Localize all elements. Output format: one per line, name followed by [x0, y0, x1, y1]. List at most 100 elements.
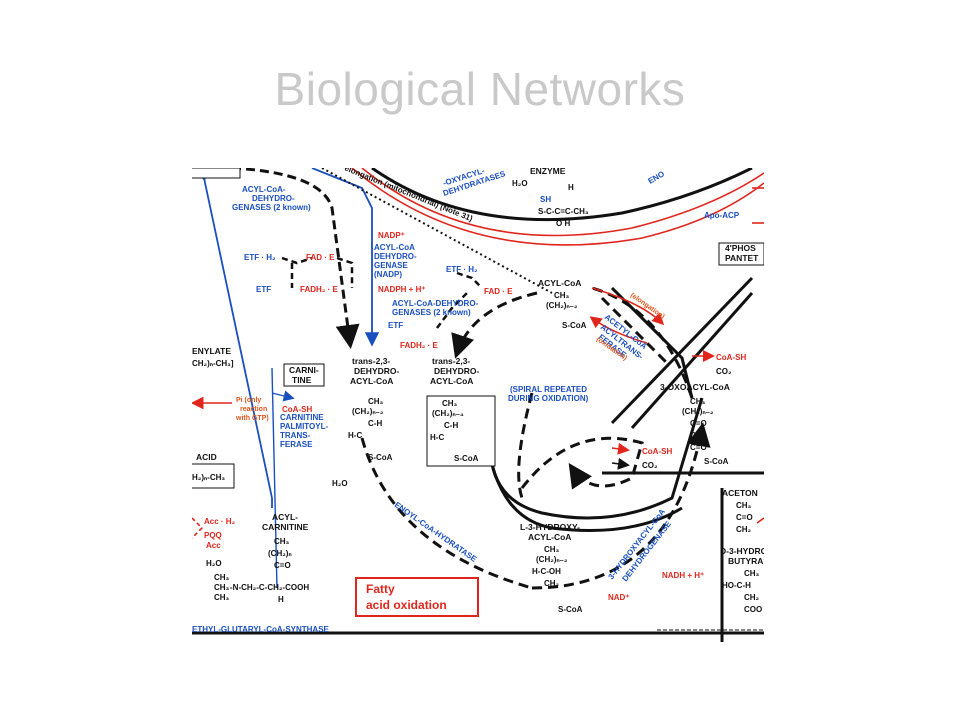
trans-center-1: trans-2,3-	[432, 356, 470, 366]
elongation-note: (elongation)	[629, 292, 666, 321]
etf-h2-left: ETF · H₂	[244, 253, 276, 262]
carnitine-box-line1: CARNI-	[289, 365, 319, 375]
enylate-frag: CH₂)ₙ-CH₃]	[192, 359, 234, 368]
butyra-frag-2: HO-C-H	[722, 581, 751, 590]
formula-ch2-e: (CH₂)ₙ₋₂	[536, 555, 568, 564]
fatty-acid-cycle	[192, 276, 764, 642]
butyra-frag-3: CH₂	[744, 593, 760, 602]
acc-h2: Acc · H₂	[204, 517, 236, 526]
h2o-left: H₂O	[206, 559, 222, 568]
acyl-dehydro-left-1: ACYL-CoA-	[242, 185, 286, 194]
left-pathway-lines	[231, 168, 553, 349]
trans-center-2: DEHYDRO-	[434, 366, 480, 376]
co2-right: CO₂	[716, 367, 732, 376]
phos-line1: 4'PHOS	[725, 243, 756, 253]
acyl-dehydro-nadp-2: DEHYDRO-	[374, 252, 417, 261]
oxoacyl-coa: 3-OXOACYL-CoA	[660, 382, 730, 392]
acc: Acc	[206, 541, 221, 550]
carnitine-transport-lines	[194, 168, 295, 589]
fad-cycles	[281, 256, 483, 329]
formula-ch3-c: CH₃	[442, 399, 458, 408]
pi-note-3: with GTP)	[235, 415, 269, 422]
formula-co-d: C=O	[690, 419, 707, 428]
acyl-dehydro-left-3: GENASES (2 known)	[232, 203, 311, 212]
fad-e-left: FAD · E	[306, 253, 335, 262]
carnitine-palm-2: PALMITOYL-	[280, 422, 328, 431]
coa-sh-right: CoA-SH	[716, 353, 746, 362]
h2o-top: H₂O	[512, 179, 528, 188]
formula-carnitine: CH₃ (CH₂)ₙ C=O CH₃ CH₃ -N-CH₂-C-CH₂-COOH…	[214, 537, 309, 604]
phos-box	[718, 242, 764, 266]
fad-e-center: FAD · E	[484, 287, 513, 296]
formula-ch3-f4: CH₃	[214, 593, 230, 602]
pi-note-1: Pi (only	[236, 397, 261, 404]
acyl-coa-top: ACYL-CoA	[538, 278, 581, 288]
aceton-frag-1: CH₃	[736, 501, 752, 510]
acid-label: ACID	[196, 452, 217, 462]
formula-co-d2: C=O	[690, 443, 707, 452]
spiral-1: (SPIRAL REPEATED	[510, 385, 587, 394]
acid-frag: H₂)ₙ-CH₃	[192, 473, 225, 482]
formula-co-f: C=O	[274, 561, 291, 570]
formula-oxoacyl: CH₃ (CH₂)ₙ₋₂ C=O CH₂ C=O S-CoA	[682, 397, 729, 466]
carnitine-box	[283, 363, 325, 387]
etf-center: ETF	[388, 321, 403, 330]
formula-ch3-d: CH₃	[690, 397, 706, 406]
box-label-line1: Fatty	[366, 582, 395, 596]
red-side-arrows	[192, 187, 764, 539]
formula-scoa-a: S-CoA	[562, 321, 587, 330]
acyl-dehydro-nadp-4: (NADP)	[374, 270, 402, 279]
nadph: NADPH + H⁺	[378, 285, 426, 294]
enzyme-h: H	[568, 183, 574, 192]
formula-ch3-b: CH₃	[368, 397, 384, 406]
hydroxy-1: L-3-HYDROXY-	[520, 522, 580, 532]
carnitine-box-line2: TINE	[292, 375, 312, 385]
h2o: H₂O	[332, 479, 348, 488]
formula-scoa-c: S-CoA	[454, 454, 479, 463]
metabolic-pathway-diagram: CARNI- TINE 4'PHOS PANTET Fatty acid oxi…	[192, 168, 764, 642]
aceton-label: ACETON	[722, 488, 758, 498]
enzyme-arcs	[351, 168, 764, 246]
acyl-dehydro-center-1: ACYL-CoA-DEHYDRO-	[392, 299, 479, 308]
acyl-dehydro-nadp-3: GENASE	[374, 261, 408, 270]
aceton-frag-3: CH₂	[736, 525, 752, 534]
formula-top-acyl: CH₃ (CH₂)ₙ₋₂ S-CoA	[546, 291, 587, 330]
fatty-acid-oxidation-box	[355, 577, 479, 617]
formula-ch2-b: (CH₂)ₙ₋₂	[352, 407, 384, 416]
fadh2-e-left: FADH₂ · E	[300, 285, 338, 294]
formula-ch2-d2: CH₂	[690, 431, 706, 440]
nadh: NADH + H⁺	[662, 571, 704, 580]
pqq: PQQ	[204, 531, 222, 540]
formula-hc-b: H-C	[348, 431, 362, 440]
formula-ch3-f2: CH₃	[214, 573, 230, 582]
spiral-2: DURING OXIDATION)	[508, 394, 589, 403]
formula-hc-c: H-C	[430, 433, 444, 442]
enzyme-label: ENZYME	[530, 168, 566, 176]
trans-left-1: trans-2,3-	[352, 356, 390, 366]
formula-hcoh-e: H-C-OH	[532, 567, 561, 576]
etf-left: ETF	[256, 285, 271, 294]
carnitine-palm-4: FERASE	[280, 440, 313, 449]
slide-title: Biological Networks	[274, 63, 686, 115]
butyra-frag-4: COO	[744, 605, 762, 614]
formula-chain-f: -N-CH₂-C-CH₂-COOH	[230, 583, 309, 592]
formula-ch-c: C-H	[444, 421, 458, 430]
bottom-synthase: ETHYL-GLUTARYL-CoA-SYNTHASE	[192, 625, 330, 634]
formula-ch2-c: (CH₂)ₙ₋₄	[432, 409, 464, 418]
formula-ch2-a: (CH₂)ₙ₋₂	[546, 301, 578, 310]
etf-h2-center: ETF · H₂	[446, 265, 478, 274]
formula-hydroxy: CH₃ (CH₂)ₙ₋₂ H-C-OH CH₂ S-CoA	[532, 545, 583, 614]
phos-line2: PANTET	[725, 253, 759, 263]
formula-side-fragments: CH₂)ₙ-CH₃] H₂)ₙ-CH₃ SH S-C-C=C-CH₃ O H H…	[192, 183, 762, 614]
d3hydro-2: BUTYRA	[728, 556, 763, 566]
formula-scoa-b: S-CoA	[368, 453, 393, 462]
formula-ch3-a: CH₃	[554, 291, 570, 300]
nadp: NADP⁺	[378, 231, 405, 240]
fadh2-e-center: FADH₂ · E	[400, 341, 438, 350]
enzyme-oh: O H	[556, 219, 570, 228]
aceton-frag-2: C=O	[736, 513, 753, 522]
formula-ch3-f3: CH₃	[214, 583, 230, 592]
acyl-carnitine-2: CARNITINE	[262, 522, 309, 532]
acyl-dehydro-nadp-1: ACYL-CoA	[374, 243, 415, 252]
acyl-dehydro-left-2: DEHYDRO-	[252, 194, 295, 203]
